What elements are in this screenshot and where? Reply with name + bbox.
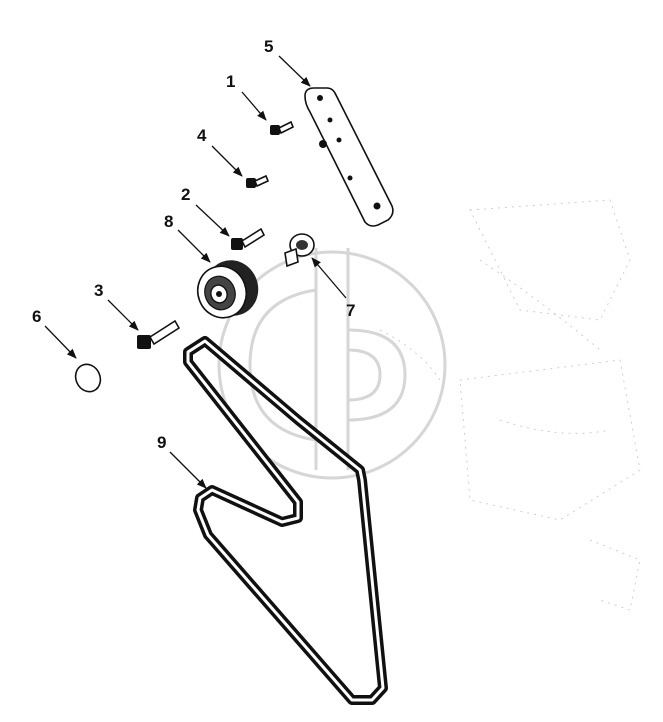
leader-1 xyxy=(241,91,267,121)
leader-8 xyxy=(177,229,211,263)
leader-5 xyxy=(278,55,311,87)
bolt-part-1 xyxy=(270,120,295,135)
callout-8: 8 xyxy=(164,212,173,231)
callout-9: 9 xyxy=(157,433,166,452)
leader-6 xyxy=(44,325,77,359)
belt-part xyxy=(183,336,388,705)
bolt-part-4 xyxy=(246,174,270,188)
ring-part xyxy=(74,363,102,393)
leader-2 xyxy=(195,204,230,237)
callout-2: 2 xyxy=(181,185,190,204)
callout-1: 1 xyxy=(226,72,235,91)
leader-4 xyxy=(211,145,243,177)
background-engine-sketch xyxy=(379,199,641,611)
bracket-part xyxy=(304,87,394,227)
callout-labels: 1 2 3 4 5 6 7 8 9 xyxy=(32,37,355,452)
callout-6: 6 xyxy=(32,307,41,326)
spacer-part xyxy=(284,233,315,268)
callout-7: 7 xyxy=(346,301,355,320)
callout-3: 3 xyxy=(94,281,103,300)
bolt-part-3 xyxy=(137,319,181,349)
bolt-part-2 xyxy=(231,227,266,250)
callout-4: 4 xyxy=(197,126,207,145)
leader-7 xyxy=(311,257,347,299)
leader-lines xyxy=(44,55,347,489)
leader-9 xyxy=(169,451,207,489)
pulley-part xyxy=(196,260,259,319)
callout-5: 5 xyxy=(264,37,273,56)
leader-3 xyxy=(107,299,139,331)
